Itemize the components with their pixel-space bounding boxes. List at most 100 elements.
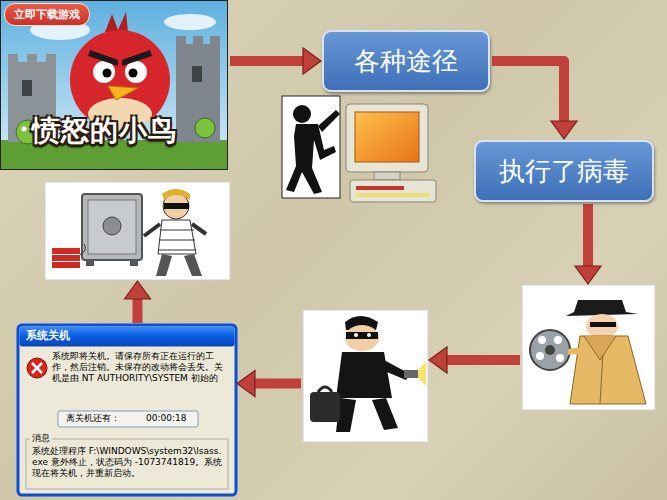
arrow-head bbox=[575, 266, 601, 284]
game-picture-part bbox=[93, 61, 115, 83]
shutdown-dialog bbox=[18, 325, 236, 495]
game-picture-part bbox=[88, 50, 118, 66]
picture-panel bbox=[522, 285, 655, 410]
game-title: 愤怒的小鸟 bbox=[32, 112, 177, 150]
shutdown-dialog-part bbox=[18, 325, 236, 495]
flow-arrow bbox=[237, 371, 301, 397]
countdown-label: 离关机还有： bbox=[66, 413, 120, 424]
arrow-head bbox=[429, 347, 447, 373]
shutdown-dialog-part bbox=[20, 327, 235, 347]
burglar-picture-part bbox=[354, 333, 358, 337]
safe-picture-part bbox=[88, 200, 136, 254]
arrow-shaft bbox=[447, 355, 520, 365]
flow-arrow bbox=[575, 204, 601, 284]
game-picture-part bbox=[27, 54, 37, 64]
dialog-title: 系统关机 bbox=[26, 328, 70, 343]
safe-picture-part bbox=[162, 189, 190, 200]
flow-arrow bbox=[230, 48, 321, 74]
burglar-picture-part bbox=[346, 332, 378, 339]
game-picture-part bbox=[22, 127, 27, 132]
game-picture-part bbox=[193, 36, 203, 46]
game-picture-part bbox=[210, 36, 220, 46]
game-picture-part bbox=[164, 14, 216, 30]
game-panel: 立即下载游戏愤怒的小鸟 bbox=[0, 0, 228, 170]
flow-arrow bbox=[429, 347, 520, 373]
box-label: 执行了病毒 bbox=[499, 154, 629, 189]
spy-picture bbox=[522, 285, 655, 410]
thief-computer-picture bbox=[282, 96, 436, 202]
safe-picture-part bbox=[130, 260, 138, 266]
safe-picture-part bbox=[52, 255, 80, 261]
countdown-time: 00:00:18 bbox=[146, 413, 186, 424]
thief-computer-picture-part bbox=[282, 96, 340, 198]
spy-picture-part bbox=[570, 336, 646, 404]
arrow-head bbox=[551, 121, 577, 139]
spy-picture-part bbox=[584, 336, 616, 360]
arrow-shaft bbox=[492, 61, 564, 121]
thief-computer-picture-part bbox=[293, 105, 311, 123]
spy-picture-part bbox=[586, 314, 618, 338]
safe-picture-part bbox=[86, 260, 94, 266]
safe-picture bbox=[45, 182, 230, 280]
flow-arrow bbox=[125, 281, 151, 323]
spy-picture-part bbox=[554, 336, 562, 344]
group-caption: 消息 bbox=[30, 433, 52, 444]
safe-picture-part bbox=[80, 244, 85, 255]
safe-picture-part bbox=[144, 224, 206, 236]
game-picture-part bbox=[129, 69, 138, 78]
process-box: 各种途径 bbox=[322, 30, 490, 92]
thief-computer-picture-part bbox=[286, 124, 336, 194]
spy-picture-part bbox=[538, 336, 546, 344]
spy-picture-part bbox=[568, 350, 584, 352]
game-picture-part bbox=[195, 118, 215, 138]
game-picture-part bbox=[22, 80, 32, 96]
arrow-shaft bbox=[133, 299, 143, 323]
dialog-window: 系统关机系统即将关机。请保存所有正在运行的工作，然后注销。未保存的改动将会丢失。… bbox=[18, 325, 236, 495]
burglar-picture-part bbox=[336, 352, 392, 398]
spy-picture-part bbox=[566, 300, 638, 316]
burglar-picture-part bbox=[303, 310, 428, 442]
safe-picture-part bbox=[52, 262, 80, 268]
game-picture-part bbox=[108, 86, 138, 100]
arrow-shaft bbox=[583, 204, 593, 266]
burglar-picture-part bbox=[345, 325, 379, 351]
game-picture-part bbox=[192, 66, 202, 82]
burglar-picture-part bbox=[372, 398, 398, 430]
shutdown-dialog-part bbox=[58, 411, 198, 427]
burglar-picture bbox=[303, 310, 428, 442]
safe-picture-part bbox=[52, 248, 80, 254]
safe-picture-part bbox=[158, 230, 196, 250]
thief-computer-picture-part bbox=[318, 110, 340, 132]
game-picture-part bbox=[8, 54, 18, 64]
dialog-message: 系统即将关机。请保存所有正在运行的工作，然后注销。未保存的改动将会丢失。关机是由… bbox=[52, 351, 228, 384]
arrow-head bbox=[237, 371, 255, 397]
burglar-picture-part bbox=[404, 370, 418, 378]
thief-computer-picture-part bbox=[356, 193, 430, 197]
thief-computer-picture-part bbox=[346, 104, 428, 172]
game-picture-part bbox=[125, 61, 147, 83]
shutdown-dialog-part bbox=[32, 363, 42, 373]
detail-message: 系统处理程序 F:\WINDOWS\system32\lsass.exe 意外终… bbox=[32, 446, 224, 479]
game-picture-part bbox=[176, 36, 186, 46]
spy-picture-part bbox=[522, 285, 655, 410]
picture-panel bbox=[303, 310, 428, 442]
spy-picture-part bbox=[590, 322, 616, 327]
burglar-picture-part bbox=[310, 392, 340, 422]
game-picture-part bbox=[122, 50, 152, 66]
arrow-shaft bbox=[255, 379, 301, 389]
game-picture-part bbox=[103, 69, 112, 78]
process-box: 执行了病毒 bbox=[474, 140, 654, 202]
safe-picture-part bbox=[158, 220, 196, 254]
game-picture bbox=[0, 0, 228, 170]
spy-picture-part bbox=[530, 330, 570, 370]
arrow-head bbox=[303, 48, 321, 74]
box-label: 各种途径 bbox=[354, 44, 458, 79]
thief-computer-picture-part bbox=[355, 112, 419, 162]
safe-picture-part bbox=[103, 217, 121, 235]
shutdown-dialog-part bbox=[27, 358, 47, 378]
arrow-shaft bbox=[230, 56, 303, 66]
spy-picture-part bbox=[545, 345, 555, 355]
game-picture-part bbox=[176, 44, 220, 142]
shutdown-dialog-part bbox=[26, 439, 228, 489]
